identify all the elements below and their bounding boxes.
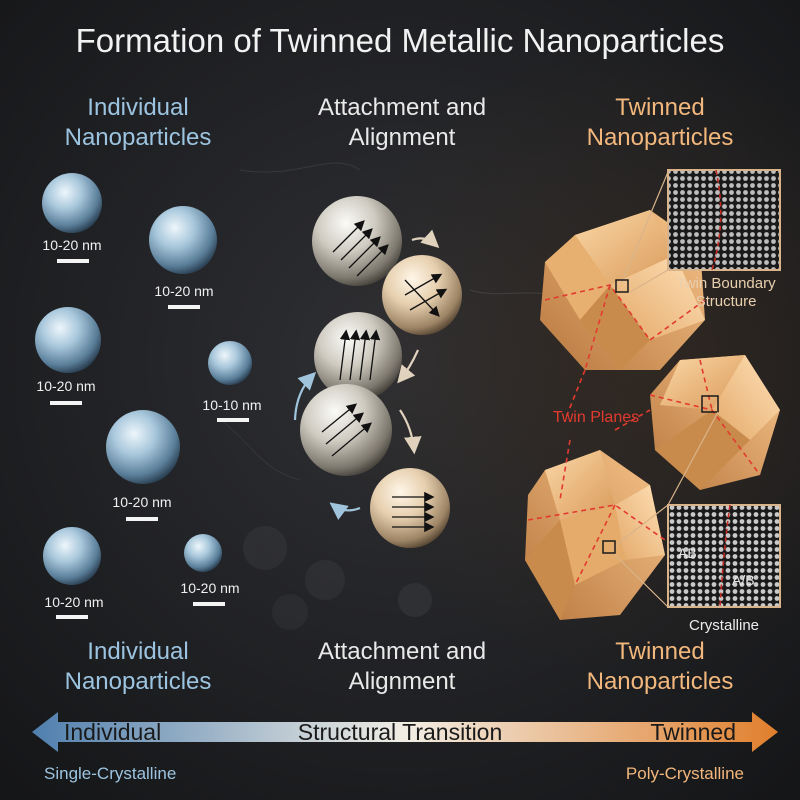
twinned-particle-3 bbox=[525, 450, 665, 620]
individual-nanoparticles bbox=[35, 173, 252, 585]
nanoparticle-7 bbox=[184, 534, 222, 572]
twin-boundary-label: Twin Boundary Structure bbox=[676, 275, 776, 310]
size-label-3: 10-20 nm bbox=[36, 378, 96, 394]
inset-twin-boundary bbox=[615, 169, 781, 293]
header-bottom-individual: Individual Nanoparticles bbox=[64, 638, 212, 695]
scale-bar-5 bbox=[126, 517, 158, 521]
nanoparticle-3 bbox=[35, 307, 101, 373]
background-particles bbox=[243, 526, 432, 630]
orientation-arrows bbox=[321, 220, 448, 533]
size-label-4: 10-10 nm bbox=[202, 397, 262, 413]
size-label-1: 10-20 nm bbox=[42, 237, 102, 253]
transition-arrow bbox=[32, 712, 778, 752]
arrow-label-twinned: Twinned bbox=[650, 719, 736, 745]
scale-bar-1 bbox=[57, 259, 89, 263]
chain-particle-5 bbox=[370, 468, 450, 548]
twinned-particle-2 bbox=[650, 355, 780, 490]
scale-bar-7 bbox=[193, 602, 225, 606]
scale-bar-2 bbox=[168, 305, 200, 309]
nanoparticle-6 bbox=[43, 527, 101, 585]
sub-label-poly-crystalline: Poly-Crystalline bbox=[625, 764, 744, 783]
scale-bar-4 bbox=[217, 418, 249, 422]
figure-title: Formation of Twinned Metallic Nanopartic… bbox=[75, 22, 725, 59]
nanoparticle-1 bbox=[42, 173, 102, 233]
sub-label-single-crystalline: Single-Crystalline bbox=[44, 764, 177, 783]
scale-bar-6 bbox=[56, 615, 88, 619]
header-bottom-twinned: Twinned Nanoparticles bbox=[586, 638, 734, 695]
chain-particle-1 bbox=[312, 196, 402, 286]
chain-particle-4 bbox=[300, 384, 392, 476]
size-label-2: 10-20 nm bbox=[154, 283, 214, 299]
attachment-chain bbox=[300, 196, 462, 548]
header-top-attachment: Attachment and Alignment bbox=[317, 94, 487, 151]
twinned-particle-1 bbox=[540, 210, 705, 370]
header-top-individual: Individual Nanoparticles bbox=[64, 94, 212, 151]
chain-particle-2 bbox=[382, 255, 462, 335]
crystalline-label: Crystalline bbox=[688, 617, 760, 634]
lattice-label-ab: AB bbox=[678, 545, 697, 561]
header-bottom-attachment: Attachment and Alignment bbox=[317, 638, 487, 695]
header-top-twinned: Twinned Nanoparticles bbox=[586, 94, 734, 151]
lattice-label-a-b: A/B bbox=[732, 572, 755, 588]
rotation-arrows bbox=[293, 229, 440, 520]
size-label-6: 10-20 nm bbox=[44, 594, 104, 610]
nanoparticle-5 bbox=[106, 410, 180, 484]
nanoparticle-2 bbox=[149, 206, 217, 274]
scale-bar-3 bbox=[50, 401, 82, 405]
size-label-7: 10-20 nm bbox=[180, 580, 240, 596]
twin-plane-lines bbox=[527, 284, 761, 586]
inset-crystalline bbox=[602, 504, 781, 608]
inset-marker-2 bbox=[701, 395, 719, 413]
nanoparticle-4 bbox=[208, 341, 252, 385]
size-label-5: 10-20 nm bbox=[112, 494, 172, 510]
arrow-label-transition: Structural Transition bbox=[297, 719, 503, 745]
twin-planes-label: Twin Planes bbox=[552, 409, 640, 426]
arrow-label-individual: Individual bbox=[64, 719, 162, 745]
